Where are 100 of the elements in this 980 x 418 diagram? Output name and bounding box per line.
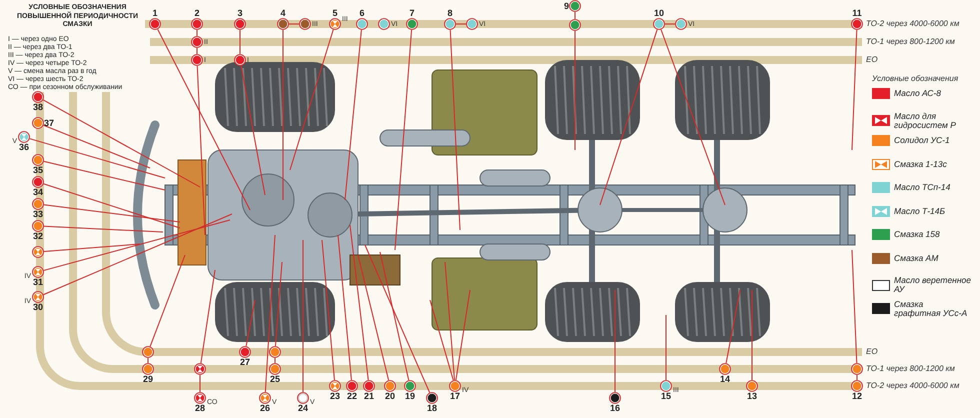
legend-label: Смазка 1-13с bbox=[894, 160, 948, 168]
leader-line bbox=[364, 244, 430, 393]
callout-number: 28 bbox=[194, 404, 205, 413]
legend-label: Масло АС-8 bbox=[894, 89, 942, 98]
band-label: ТО-2 через 4000-6000 км bbox=[866, 381, 960, 390]
callout-number: 32 bbox=[32, 232, 43, 241]
callout-number: 13 bbox=[746, 392, 757, 401]
leader-line bbox=[43, 183, 180, 228]
leader-line bbox=[290, 29, 334, 170]
leader-line bbox=[29, 138, 166, 178]
connector-line bbox=[196, 48, 198, 54]
callout-number: 10 bbox=[654, 9, 664, 18]
leader-line bbox=[42, 99, 200, 188]
band-label: ТО-1 через 800-1200 км bbox=[866, 37, 955, 46]
connector-line bbox=[196, 30, 198, 36]
leader-line bbox=[600, 29, 658, 206]
leader-line bbox=[43, 124, 150, 168]
callout-number: 3 bbox=[237, 9, 242, 18]
callout-number: 30 bbox=[32, 303, 43, 312]
leader-line bbox=[852, 30, 858, 150]
legend-label: Масло ТСп-14 bbox=[894, 183, 952, 192]
leader-line bbox=[430, 300, 454, 381]
legend-heading: Условные обозначения bbox=[872, 74, 958, 83]
leader-line bbox=[157, 28, 250, 210]
callout-number: 35 bbox=[32, 166, 43, 175]
connector-line bbox=[574, 12, 576, 20]
callout-number: 5 bbox=[332, 9, 338, 18]
leader-line bbox=[240, 65, 266, 196]
callout-number: 22 bbox=[346, 392, 357, 401]
callout-number: 11 bbox=[852, 9, 862, 18]
leader-line bbox=[350, 224, 369, 381]
callout-number: 4 bbox=[280, 9, 286, 18]
callout-number: 6 bbox=[359, 9, 364, 18]
legend-label: Масло для гидросистем Р bbox=[894, 112, 957, 130]
callout-number: 25 bbox=[270, 375, 280, 384]
leader-line bbox=[43, 244, 140, 252]
band-label: ЕО bbox=[866, 55, 878, 64]
callout-number: 15 bbox=[660, 392, 671, 401]
connector-line bbox=[274, 358, 276, 364]
leader-line bbox=[358, 254, 390, 381]
band-label: ТО-1 через 800-1200 км bbox=[866, 364, 955, 373]
leader-line bbox=[338, 234, 352, 381]
band-label: ТО-2 через 4000-6000 км bbox=[866, 19, 960, 28]
leader-line bbox=[44, 226, 164, 232]
leader-line bbox=[274, 262, 282, 347]
legend-label: Смазка АМ bbox=[894, 254, 940, 262]
leader-line bbox=[614, 290, 616, 392]
legend-label: Масло веретенное АУ bbox=[894, 276, 972, 294]
callout-number: 34 bbox=[32, 188, 43, 197]
leader-line bbox=[455, 290, 470, 381]
leader-line bbox=[574, 30, 576, 150]
callout-number: 1 bbox=[152, 9, 158, 18]
callout-number: 37 bbox=[44, 118, 54, 128]
leader-line bbox=[43, 220, 230, 271]
callout-number: 7 bbox=[409, 9, 414, 18]
callout-number: 23 bbox=[330, 392, 340, 401]
leader-line bbox=[246, 300, 256, 347]
callout-number: 21 bbox=[364, 392, 374, 401]
leader-line bbox=[380, 252, 410, 381]
leader-line bbox=[322, 240, 335, 381]
leader-line bbox=[302, 240, 304, 392]
legend-label: Масло Т-14Б bbox=[894, 206, 946, 216]
callout-number: 2 bbox=[194, 9, 200, 18]
leader-line bbox=[264, 234, 276, 392]
callout-number: 9 bbox=[564, 2, 569, 10]
callout-number: 26 bbox=[260, 404, 270, 413]
leader-line bbox=[150, 254, 186, 347]
leader-line bbox=[282, 30, 284, 200]
callout-number: 16 bbox=[610, 404, 620, 413]
callout-number: 19 bbox=[404, 392, 415, 401]
callout-number: 14 bbox=[720, 375, 730, 384]
leader-line bbox=[450, 30, 460, 230]
leader-line bbox=[852, 250, 858, 364]
callout-number: 8 bbox=[447, 9, 452, 18]
callout-number: 12 bbox=[852, 392, 862, 401]
connector-line bbox=[856, 374, 858, 380]
leader-line bbox=[344, 29, 362, 200]
callout-number: 36 bbox=[18, 143, 29, 152]
leader-line bbox=[43, 160, 166, 190]
legend-label: Смазка графитная УСс-А bbox=[894, 300, 968, 318]
leader-line bbox=[726, 290, 740, 364]
leader-line bbox=[394, 29, 412, 250]
callout-number: 31 bbox=[32, 278, 43, 287]
callout-number: 33 bbox=[32, 210, 43, 219]
leader-line bbox=[196, 66, 206, 236]
leader-line bbox=[660, 29, 726, 206]
callout-number: 29 bbox=[142, 375, 153, 384]
legend-label: Смазка 158 bbox=[894, 230, 941, 239]
legend-label: Солидол УС-1 bbox=[894, 136, 951, 145]
callout-number: 38 bbox=[32, 103, 43, 112]
callout-number: 24 bbox=[298, 404, 308, 413]
leader-line bbox=[43, 204, 180, 222]
callout-number: 20 bbox=[384, 392, 395, 401]
leader-line bbox=[444, 262, 456, 381]
leader-line bbox=[200, 270, 216, 364]
leader-line bbox=[43, 214, 232, 296]
callout-number: 18 bbox=[426, 404, 437, 413]
band-label: ЕО bbox=[866, 347, 878, 356]
callout-number: 17 bbox=[450, 392, 460, 401]
callout-number: 27 bbox=[240, 358, 250, 367]
